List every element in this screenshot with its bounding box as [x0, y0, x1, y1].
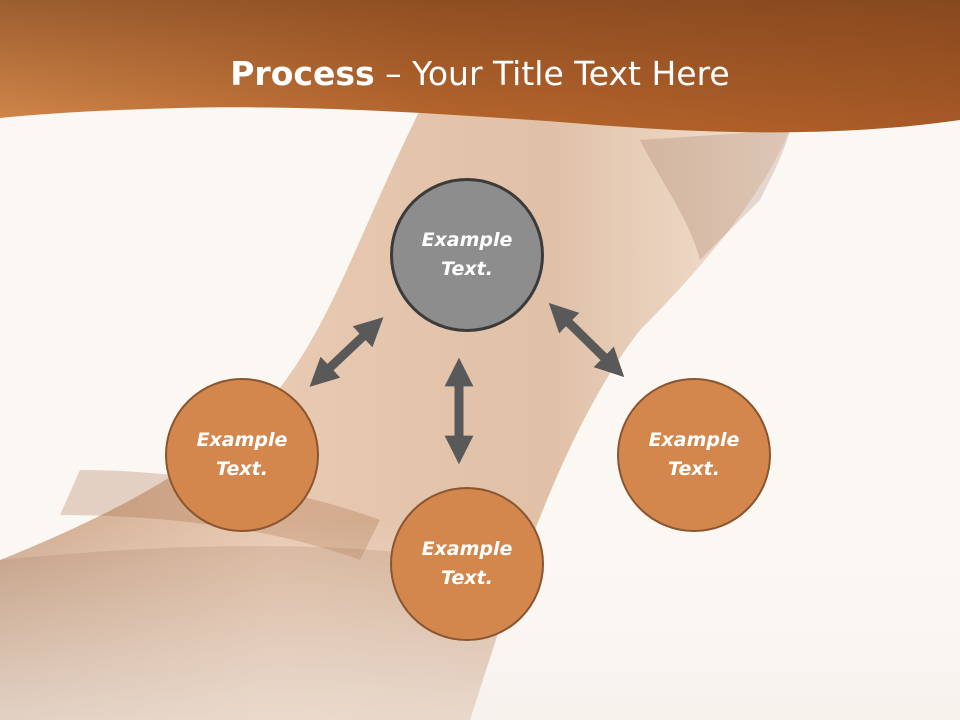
slide-title: Process – Your Title Text Here: [0, 52, 960, 96]
node-bottom-line2: Text.: [441, 567, 493, 589]
node-right-line1: Example: [648, 429, 740, 451]
double-arrow-icon: [309, 317, 384, 387]
node-bottom-line1: Example: [421, 538, 513, 560]
title-bold: Process: [230, 54, 375, 93]
double-arrow-icon: [548, 302, 625, 378]
node-center-line2: Text.: [441, 258, 493, 280]
title-rest: – Your Title Text Here: [374, 54, 730, 93]
node-center-line1: Example: [421, 229, 513, 251]
node-left-line1: Example: [196, 429, 288, 451]
node-left-line2: Text.: [216, 458, 268, 480]
node-right-line2: Text.: [668, 458, 720, 480]
